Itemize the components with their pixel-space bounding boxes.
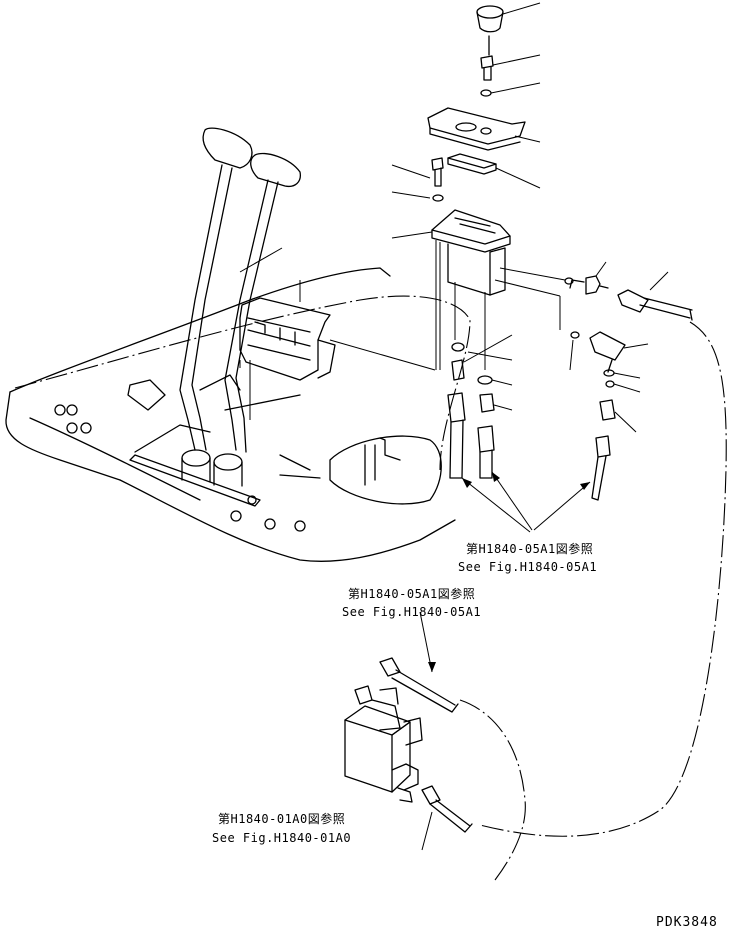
reference-arrows: [419, 471, 591, 673]
ref-fuel-lines-jp: 第H1840-05A1図参照: [466, 542, 594, 556]
valve-block: [344, 685, 423, 803]
lever-guard: [239, 297, 336, 420]
ref-upper-hose-jp: 第H1840-05A1図参照: [348, 587, 476, 601]
fittings-lower: [447, 334, 513, 479]
pilot-valve-body: [431, 209, 566, 370]
ref-valve-jp: 第H1840-01A0図参照: [218, 812, 346, 826]
ref-valve-en: See Fig.H1840-01A0: [212, 831, 352, 845]
upper-parts: [427, 2, 541, 151]
ref-fuel-lines-en: See Fig.H1840-05A1: [458, 560, 598, 574]
fittings-right: [564, 261, 693, 501]
clamp-and-bolt: [431, 153, 541, 202]
ref-upper-hose-en: See Fig.H1840-05A1: [342, 605, 482, 619]
leader-lines-left: [239, 164, 436, 371]
control-levers: [179, 127, 301, 487]
drawing-code: PDK3848: [656, 915, 718, 930]
long-hose: [459, 321, 727, 881]
hose-ends: [379, 657, 473, 833]
floor-plate: [5, 267, 471, 562]
leader-lines-right: [421, 811, 433, 851]
